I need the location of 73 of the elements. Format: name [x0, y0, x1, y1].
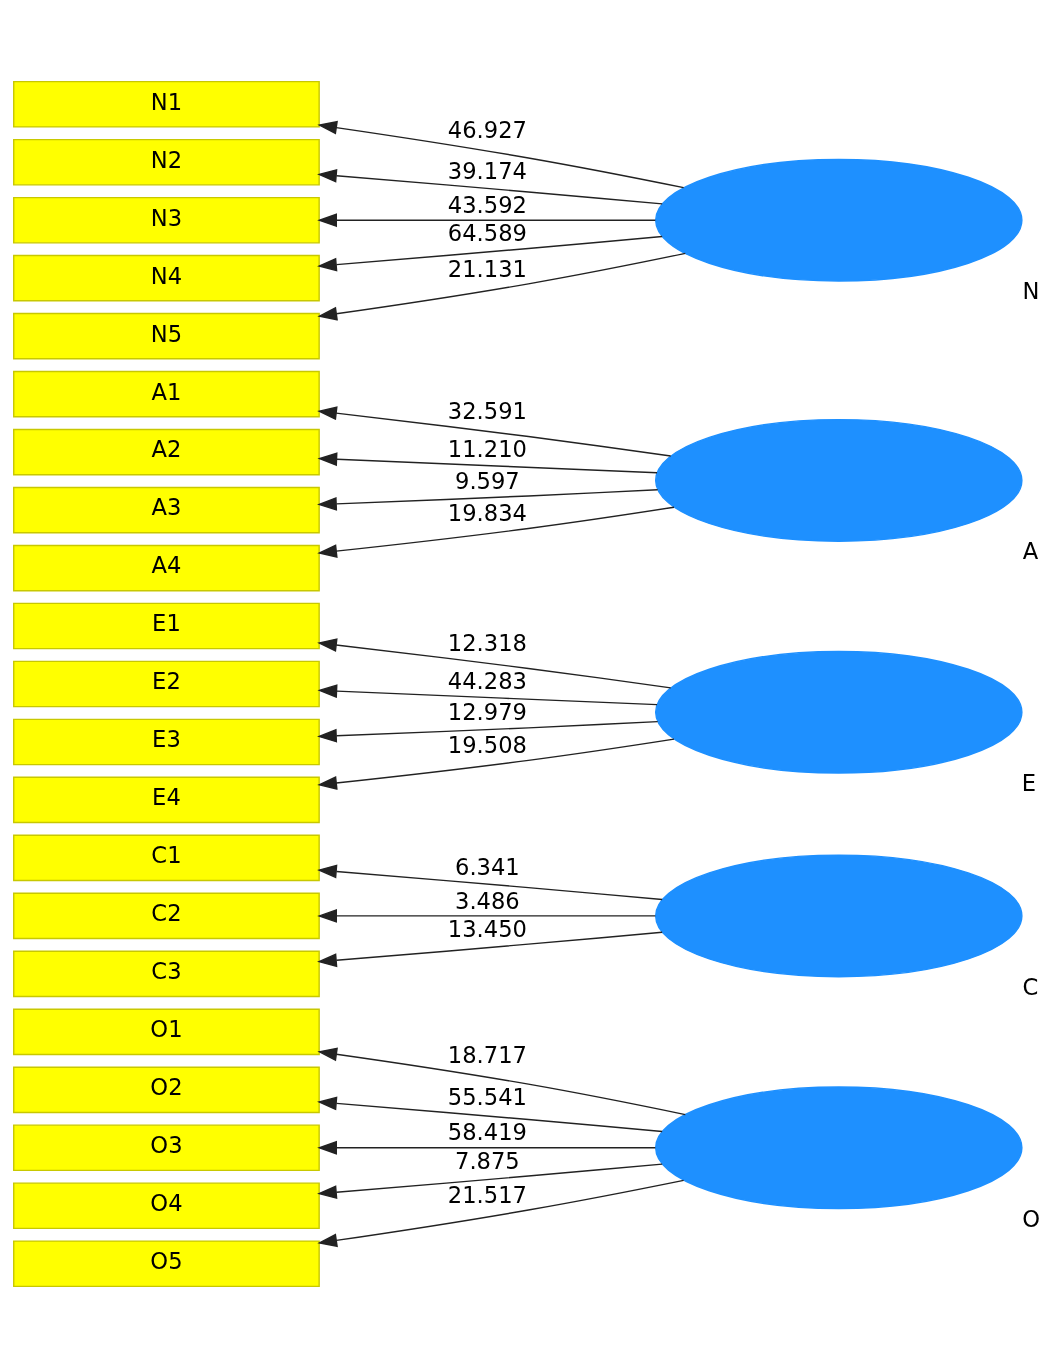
node-label: A	[1022, 538, 1039, 565]
edge-label: 32.591	[447, 398, 527, 425]
node-box: C3	[13, 950, 320, 998]
edge-label: 13.450	[447, 915, 527, 942]
edge-label: 58.419	[447, 1119, 527, 1146]
arrow	[317, 506, 675, 558]
node-box: N3	[13, 196, 320, 244]
arrow	[317, 864, 663, 901]
edge-label: 43.592	[447, 191, 527, 218]
edge-label: 19.508	[447, 732, 527, 758]
arrow	[317, 489, 659, 511]
edge-label: 55.541	[447, 1084, 527, 1111]
node-box: O4	[13, 1182, 320, 1230]
node-label: O	[1022, 1205, 1040, 1232]
edge-label: 64.589	[447, 220, 527, 247]
node-box: C2	[13, 892, 320, 940]
node-box: A2	[13, 428, 320, 476]
arrow	[317, 120, 685, 189]
node-ellipse	[654, 158, 1023, 282]
edge-label: 9.597	[455, 467, 520, 494]
node-box: A4	[13, 544, 320, 592]
arrow	[317, 908, 656, 923]
node-box: O5	[13, 1240, 320, 1288]
arrow	[317, 406, 672, 457]
node-box: N1	[13, 80, 320, 128]
arrow	[317, 1140, 656, 1155]
edge-label: 7.875	[455, 1147, 520, 1174]
node-ellipse	[654, 650, 1023, 774]
edge-label: 44.283	[447, 668, 527, 695]
arrow	[317, 720, 659, 743]
edge-label: 18.717	[447, 1041, 527, 1068]
node-box: E2	[13, 660, 320, 708]
arrow	[317, 1163, 663, 1200]
edge-label: 21.131	[447, 255, 527, 282]
arrow	[317, 1179, 685, 1248]
arrow	[317, 213, 656, 228]
node-box: N4	[13, 254, 320, 302]
node-box: N2	[13, 138, 320, 186]
edge-label: 12.979	[447, 699, 527, 726]
edge-label: 39.174	[447, 157, 527, 184]
node-box: N5	[13, 312, 320, 360]
arrow	[317, 1096, 663, 1133]
edge-label: 3.486	[455, 887, 520, 914]
node-label: N	[1022, 278, 1040, 305]
node-label: C	[1022, 973, 1039, 1000]
arrow	[317, 684, 658, 706]
node-box: O3	[13, 1124, 320, 1172]
arrow	[317, 168, 663, 205]
node-box: O2	[13, 1066, 320, 1114]
node-box: C1	[13, 834, 320, 882]
node-ellipse	[654, 854, 1023, 978]
arrow	[317, 452, 658, 474]
arrow	[317, 931, 663, 968]
node-box: E1	[13, 602, 320, 650]
edge-label: 12.318	[447, 630, 527, 657]
arrow	[317, 738, 675, 790]
edge-label: 11.210	[447, 436, 527, 463]
node-label: E	[1021, 770, 1037, 797]
arrow	[317, 235, 663, 272]
node-box: O1	[13, 1008, 320, 1056]
edge-label: 6.341	[455, 853, 520, 880]
edge-label: 46.927	[447, 116, 527, 143]
arrow	[317, 252, 686, 321]
node-box: A3	[13, 486, 320, 534]
edge-label: 21.517	[447, 1181, 527, 1208]
edge-label: 19.834	[447, 500, 527, 527]
arrow	[317, 638, 672, 689]
arrow	[317, 1047, 686, 1116]
node-box: E3	[13, 718, 320, 766]
node-ellipse	[654, 418, 1023, 542]
node-box: E4	[13, 776, 320, 824]
node-box: A1	[13, 370, 320, 418]
node-ellipse	[654, 1086, 1023, 1210]
